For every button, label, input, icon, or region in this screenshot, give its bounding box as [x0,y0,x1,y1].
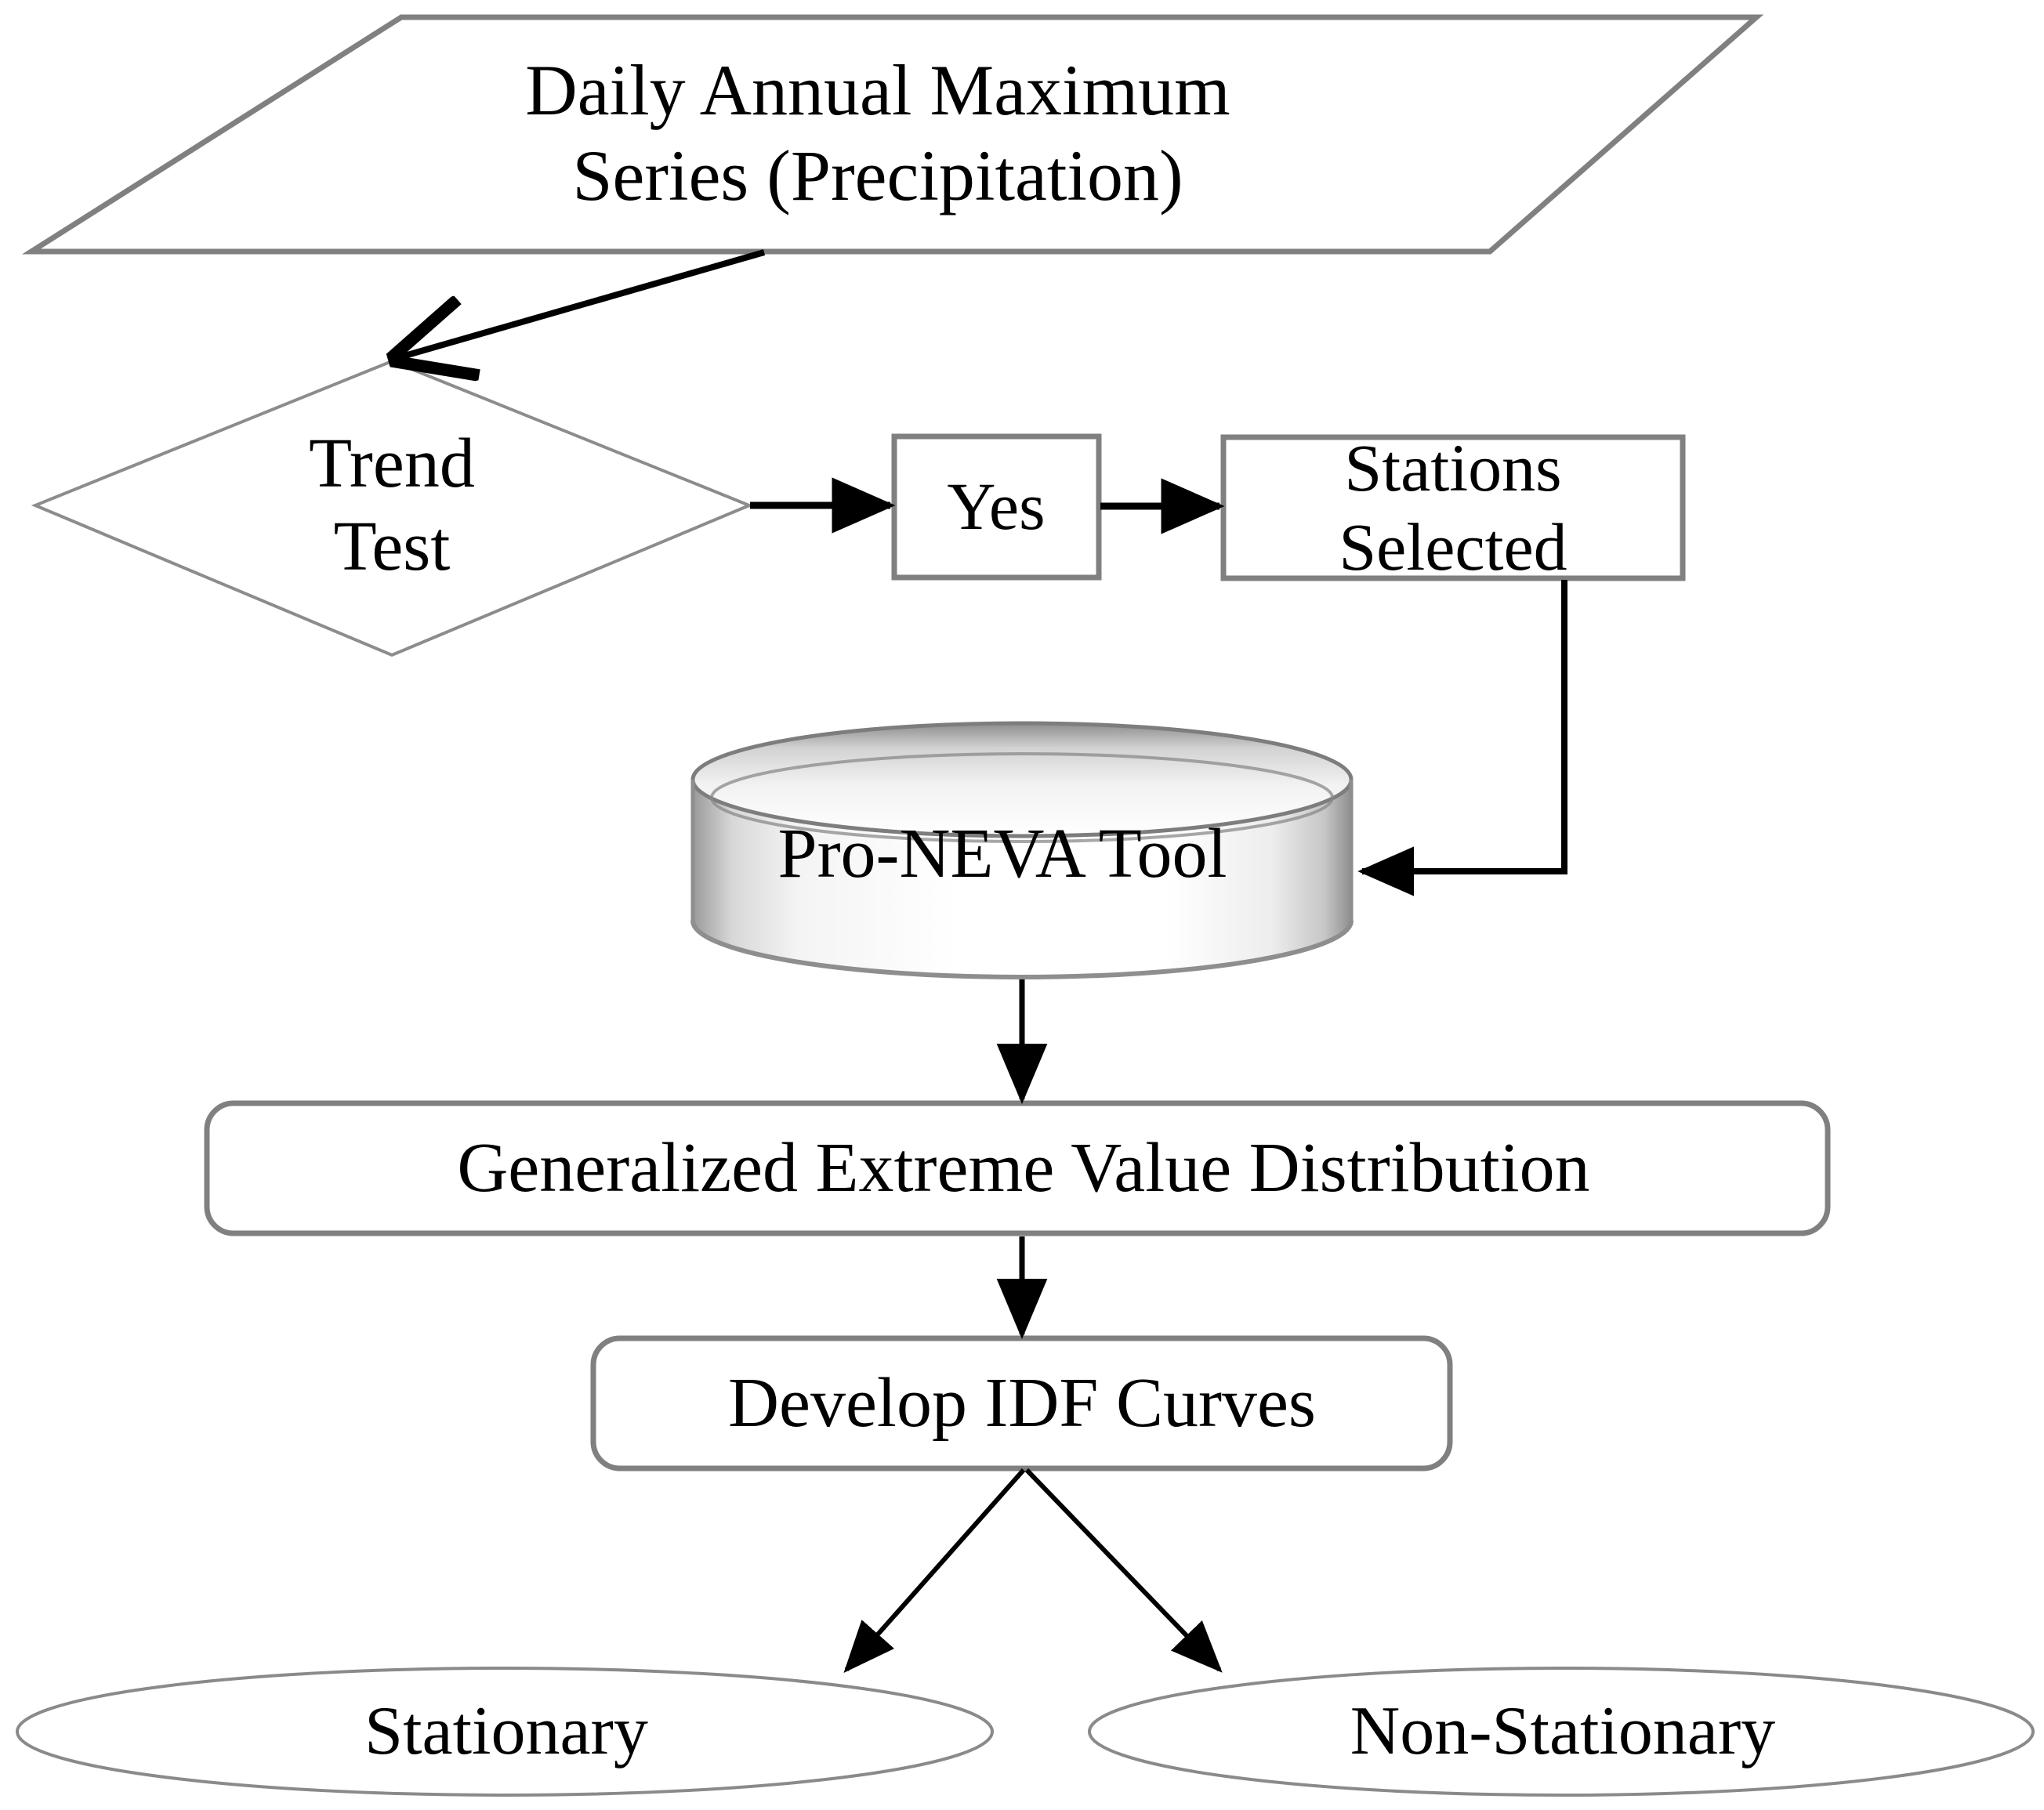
node-trend-test-diamond [31,359,754,657]
node-proneva-tool-cylinder [690,721,1354,979]
node-yes-rect [891,433,1102,581]
node-non-stationary-ellipse [1088,1667,2035,1797]
node-idf-rounded-rect [590,1335,1453,1472]
node-source-parallelogram [21,14,1764,255]
edge-idf-to-non-stationary [1024,1468,1223,1673]
node-stationary-ellipse [16,1667,994,1797]
edge-source-to-trend-test [397,249,766,358]
edge-stations-selected-to-proneva [1357,580,1567,896]
edge-idf-to-stationary [843,1468,1026,1673]
node-stations-selected-rect [1220,434,1686,581]
node-gev-rounded-rect [204,1100,1831,1236]
